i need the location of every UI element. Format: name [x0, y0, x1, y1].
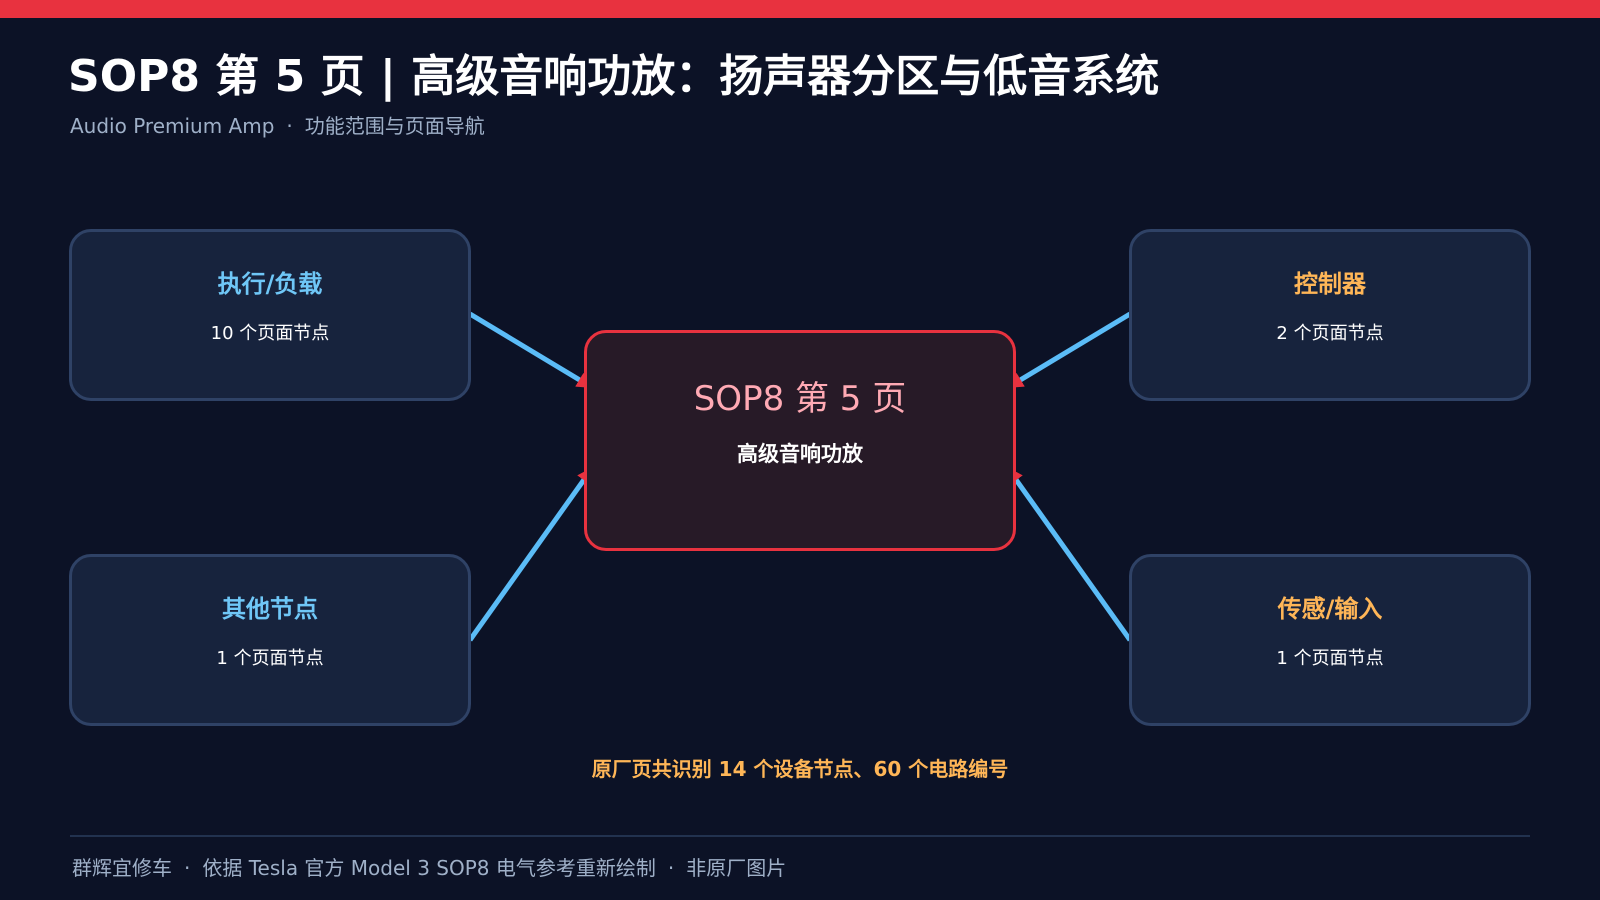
center-node: SOP8 第 5 页 高级音响功放	[584, 330, 1016, 551]
subtitle-separator: ·	[286, 114, 293, 138]
center-node-subtitle: 高级音响功放	[737, 442, 863, 466]
node-count: 1 个页面节点	[216, 648, 324, 669]
footer-separator: ·	[184, 856, 191, 880]
footer: 群辉宜修车 · 依据 Tesla 官方 Model 3 SOP8 电气参考重新绘制 ·…	[72, 852, 786, 881]
subtitle-en: Audio Premium Amp	[70, 114, 275, 138]
link-controller-to-center	[1005, 311, 1132, 391]
node-title: 其他节点	[222, 595, 318, 623]
footer-brand: 群辉宜修车	[72, 856, 172, 880]
node-sensor-input: 传感/输入 1 个页面节点	[1129, 554, 1531, 726]
node-title: 执行/负载	[217, 270, 323, 298]
center-node-title: SOP8 第 5 页	[693, 379, 907, 419]
summary-text: 原厂页共识别 14 个设备节点、60 个电路编号	[591, 757, 1009, 781]
node-actuator-load: 执行/负载 10 个页面节点	[69, 229, 471, 401]
footer-separator: ·	[667, 856, 675, 880]
page-title: SOP8 第 5 页 | 高级音响功放：扬声器分区与低音系统	[68, 51, 1160, 102]
link-actuator-to-center	[468, 311, 595, 391]
link-sensor-to-center	[1004, 465, 1133, 642]
top-accent-bar	[0, 0, 1600, 18]
footer-divider	[70, 835, 1530, 837]
node-count: 10 个页面节点	[210, 323, 330, 344]
node-count: 1 个页面节点	[1276, 648, 1384, 669]
link-other-to-center	[467, 465, 596, 642]
node-title: 传感/输入	[1277, 595, 1383, 623]
node-controller: 控制器 2 个页面节点	[1129, 229, 1531, 401]
subtitle-cn: 功能范围与页面导航	[304, 114, 485, 138]
node-title: 控制器	[1294, 270, 1366, 298]
node-count: 2 个页面节点	[1276, 323, 1384, 344]
footer-source: 依据 Tesla 官方 Model 3 SOP8 电气参考重新绘制	[202, 856, 656, 880]
footer-note: 非原厂图片	[686, 856, 787, 880]
node-other: 其他节点 1 个页面节点	[69, 554, 471, 726]
page-subtitle: Audio Premium Amp · 功能范围与页面导航	[70, 110, 485, 139]
